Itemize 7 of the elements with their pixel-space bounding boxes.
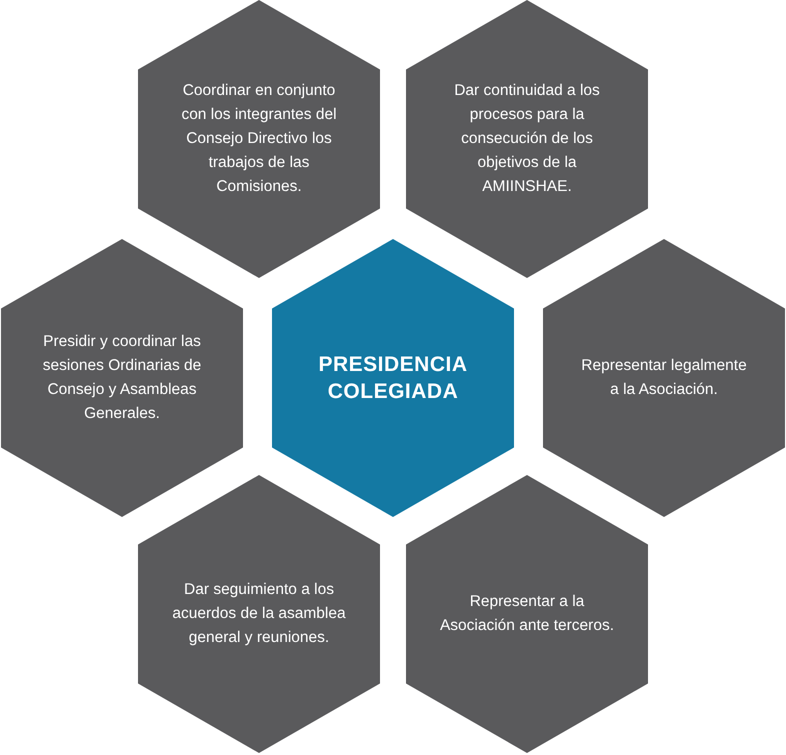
hexagon-text: Coordinar en conjunto con los integrantes del Consejo Directivo los trabajos de las Comisiones. [180, 80, 338, 198]
center-title: PRESIDENCIA COLEGIADA [317, 352, 469, 405]
hexagon-text: Representar legalmente a la Asociación. [580, 356, 748, 400]
hexagon-text: Dar continuidad a los procesos para la consecución de los objetivos de la AMIINSHAE. [453, 80, 601, 198]
hexagon-text: Representar a la Asociación ante terceros. [439, 592, 615, 636]
hexagon-text: Presidir y coordinar las sesiones Ordinarias de Consejo y Asambleas Generales. [42, 332, 202, 424]
hexagon-text: Dar seguimiento a los acuerdos de la asamblea general y reuniones. [171, 580, 347, 648]
